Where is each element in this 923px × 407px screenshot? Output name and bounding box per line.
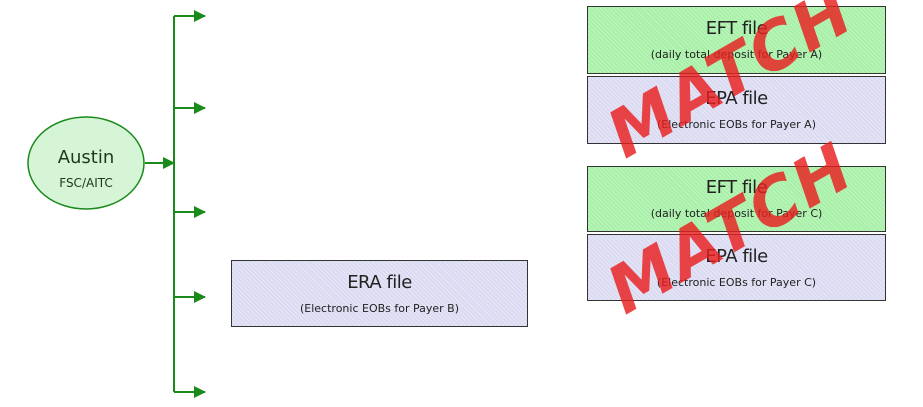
payer-c-eft-subtitle: (daily total deposit for Payer C) xyxy=(650,207,823,220)
payer-a-epa-subtitle: (Electronic EOBs for Payer A) xyxy=(656,118,816,131)
source-node: Austin FSC/AITC xyxy=(27,116,145,210)
source-title: Austin xyxy=(58,147,115,168)
era-file-subtitle: (Electronic EOBs for Payer B) xyxy=(299,301,460,315)
payer-c-eft-box: EFT file (daily total deposit for Payer … xyxy=(587,166,886,232)
payer-a-eft-subtitle: (daily total deposit for Payer A) xyxy=(650,48,823,61)
source-subtitle: FSC/AITC xyxy=(59,176,112,190)
payer-a-epa-box: EPA file (Electronic EOBs for Payer A) xyxy=(587,76,886,144)
era-file-title: ERA file xyxy=(347,271,412,293)
payer-c-epa-box: EPA file (Electronic EOBs for Payer C) xyxy=(587,234,886,301)
source-node-shape xyxy=(27,116,145,210)
payer-c-eft-title: EFT file xyxy=(705,177,768,198)
era-file-box: ERA file (Electronic EOBs for Payer B) xyxy=(231,260,528,327)
payer-a-eft-title: EFT file xyxy=(705,18,768,39)
payer-c-epa-title: EPA file xyxy=(705,245,768,267)
payer-c-epa-subtitle: (Electronic EOBs for Payer C) xyxy=(656,275,817,289)
payer-a-epa-title: EPA file xyxy=(705,88,768,109)
payer-a-eft-box: EFT file (daily total deposit for Payer … xyxy=(587,6,886,74)
